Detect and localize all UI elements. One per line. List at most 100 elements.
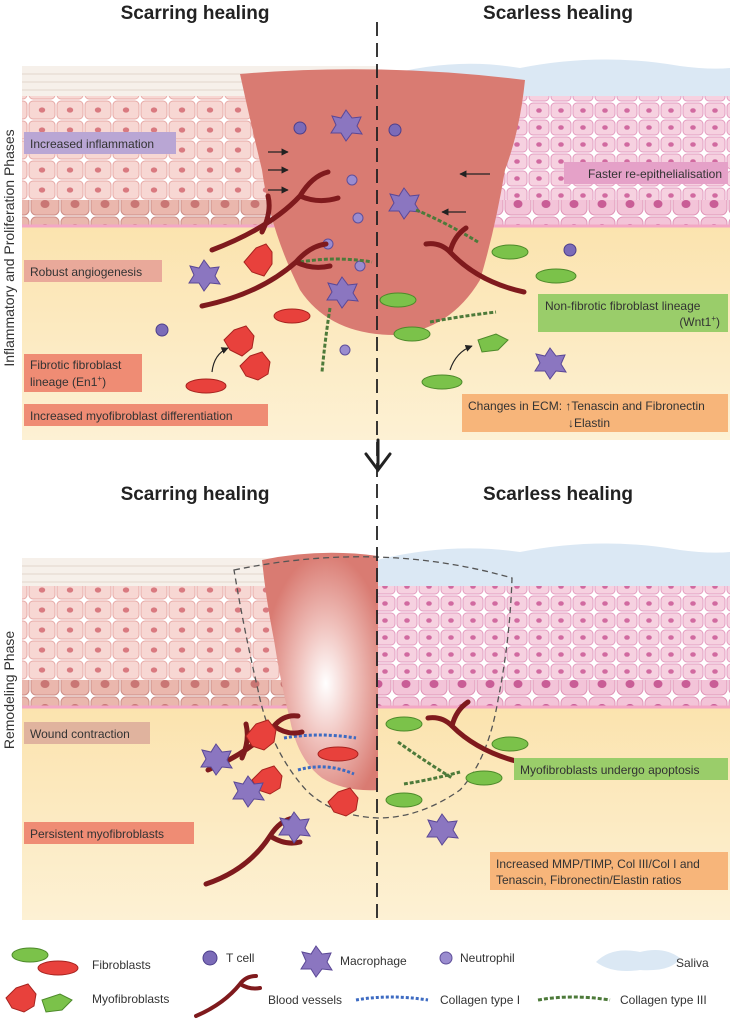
fibroblast-green-top3 — [379, 292, 417, 308]
label-fibrotic-line2: lineage (En1+) — [30, 374, 106, 389]
collagen1-bottom2 — [297, 765, 355, 776]
myofibroblast-top2 — [223, 325, 255, 357]
fibroblast-red-top2 — [185, 378, 227, 394]
label-faster-reepithelialisation: Faster re-epithelialisation — [588, 167, 722, 181]
legend-tcell-label: T cell — [226, 951, 254, 965]
wound-outline-dashed — [233, 556, 513, 819]
header-bottom-right: Scarless healing — [483, 484, 633, 505]
collagen3-top2 — [415, 208, 479, 244]
label-bg-mmp — [490, 852, 728, 890]
label-myofibroblast-apoptosis: Myofibroblasts undergo apoptosis — [520, 763, 699, 777]
legend-fibroblast-red-icon — [37, 960, 79, 976]
collagen3-top3 — [320, 307, 332, 373]
label-bg-wound-contraction — [24, 722, 150, 744]
label-bg-ecm — [462, 394, 728, 432]
label-nonfibrotic-line2: (Wnt1+) — [679, 314, 720, 329]
label-bg-robust-angiogenesis — [24, 260, 162, 282]
label-fibrotic-close: ) — [102, 375, 106, 389]
collagen1-bottom1 — [283, 733, 357, 740]
basal-layer-bottom-right — [377, 680, 730, 706]
legend-fibroblasts-label: Fibroblasts — [92, 958, 151, 972]
fibroblast-red-top1 — [273, 308, 311, 324]
label-nonfibrotic-line1: Non-fibrotic fibroblast lineage — [545, 299, 701, 313]
saliva-bottom — [377, 543, 730, 586]
vessel-top1 — [209, 169, 341, 253]
neutrophil-w2 — [352, 212, 364, 224]
label-fibrotic-line1: Fibrotic fibroblast — [30, 358, 122, 372]
myofibroblast-bottom3 — [327, 787, 359, 817]
legend-collagen1-label: Collagen type I — [440, 993, 520, 1007]
label-persistent-myofibroblasts: Persistent myofibroblasts — [30, 827, 164, 841]
fibroblast-green-top5 — [421, 374, 463, 390]
macrophage-bottom-l2 — [232, 775, 265, 808]
vessel-bottom3 — [425, 699, 531, 767]
epithelium-bottom-right — [377, 586, 730, 680]
header-bottom-left: Scarring healing — [121, 484, 270, 505]
collagen3-bottom2 — [403, 770, 461, 786]
fibroblast-green-top1 — [491, 244, 529, 260]
fibroblast-green-bottom4 — [385, 792, 423, 808]
vessel-bottom1 — [205, 713, 305, 773]
legend-fibroblast-green-icon — [11, 947, 49, 963]
vessel-top2 — [199, 241, 333, 309]
legend-blood-vessel-icon — [194, 974, 262, 1018]
legend-saliva-label: Saliva — [676, 956, 709, 970]
label-myofibroblast-diff: Increased myofibroblast differentiation — [30, 409, 233, 423]
label-bg-nonfibrotic — [538, 294, 728, 332]
collagen3-top4 — [429, 310, 497, 324]
macrophage-w1 — [330, 109, 363, 142]
label-bg-fibrotic — [24, 354, 142, 392]
legend-collagen3-label: Collagen type III — [620, 993, 707, 1007]
macrophage-w3 — [326, 276, 359, 309]
fibroblast-green-bottom1 — [385, 716, 423, 732]
macrophage-top-l1 — [188, 259, 221, 292]
label-nonfibrotic-close: ) — [716, 315, 720, 329]
myofibroblast-top3 — [239, 351, 271, 381]
label-bg-myofibroblast-diff — [24, 404, 268, 426]
fibroblast-green-top4 — [393, 326, 431, 342]
legend-neutrophil-label: Neutrophil — [460, 951, 515, 965]
neutrophil-w5 — [339, 344, 351, 356]
fibroblast-green-top2 — [535, 268, 577, 284]
legend-macrophage-label: Macrophage — [340, 954, 407, 968]
tcell-w2 — [388, 123, 402, 137]
label-nonfibrotic-line2-main: (Wnt1 — [679, 315, 711, 329]
label-ecm-line2: ↓Elastin — [568, 416, 610, 430]
legend-myofibroblast-red-icon — [5, 983, 37, 1013]
myofibroblast-green-top1 — [477, 333, 509, 353]
label-bg-myofibroblast-apoptosis — [514, 758, 728, 780]
fibroblast-red-bottom1 — [317, 746, 359, 762]
myofibroblast-bottom1 — [245, 719, 277, 751]
vessel-top3 — [423, 225, 527, 295]
legend-collagen1-icon — [355, 995, 429, 1002]
legend-collagen3-icon — [537, 995, 611, 1002]
label-bg-persistent-myofibroblasts — [24, 822, 194, 844]
tcell-top-r1 — [563, 243, 577, 257]
label-robust-angiogenesis: Robust angiogenesis — [30, 265, 142, 279]
legend-myofibroblast-green-icon — [41, 993, 73, 1013]
label-mmp-line1: Increased MMP/TIMP, Col III/Col I and — [496, 857, 700, 871]
fibroblast-green-bottom2 — [491, 736, 529, 752]
legend-blood-vessels-label: Blood vessels — [268, 993, 342, 1007]
macrophage-bottom-r1 — [426, 813, 459, 846]
neutrophil-w1 — [346, 174, 358, 186]
label-wound-contraction: Wound contraction — [30, 727, 130, 741]
phase-label-bottom: Remodeling Phase — [1, 631, 17, 750]
legend-tcell-icon — [202, 950, 218, 966]
collagen3-top1 — [299, 257, 373, 264]
label-mmp-line2: Tenascin, Fibronectin/Elastin ratios — [496, 873, 681, 887]
label-fibrotic-sup: + — [97, 374, 102, 383]
legend-myofibroblasts-label: Myofibroblasts — [92, 992, 169, 1006]
macrophage-bottom-l1 — [200, 743, 233, 776]
macrophage-w2 — [388, 187, 421, 220]
fibroblast-green-bottom3 — [465, 770, 503, 786]
arrow-top-right-diff — [449, 344, 473, 371]
wound-bottom — [262, 552, 378, 791]
legend-macrophage-icon — [300, 945, 333, 978]
label-nonfibrotic-sup: + — [711, 314, 716, 323]
tcell-w1 — [293, 121, 307, 135]
arrow-top-left-diff — [211, 347, 229, 373]
legend-neutrophil-icon — [439, 951, 453, 965]
label-fibrotic-line2-main: lineage (En1 — [30, 375, 98, 389]
